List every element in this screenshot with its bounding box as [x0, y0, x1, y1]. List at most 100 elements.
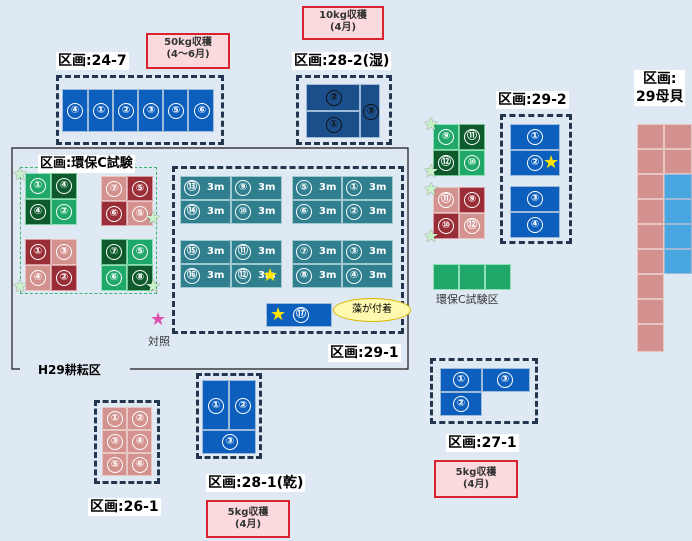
plot-cell[interactable]: ① — [440, 368, 482, 392]
plot-cell[interactable]: ⑩ — [459, 150, 485, 176]
plot-cell[interactable]: ★⑰ — [266, 303, 332, 327]
plot-length: 3m — [319, 246, 337, 257]
plots-k29-boki — [637, 124, 692, 352]
plot-number: ⑪ — [235, 244, 251, 260]
label-k29-1: 区画:29-1 — [328, 344, 401, 362]
plot-cell[interactable]: ⑥ — [101, 265, 127, 291]
plot-cell[interactable]: ① — [88, 89, 113, 132]
plot-cell[interactable] — [637, 299, 664, 324]
plot-cell[interactable]: ⑧ — [127, 265, 153, 291]
plot-cell[interactable]: ⑦ — [101, 239, 127, 265]
plot-cell[interactable] — [664, 199, 692, 224]
plot-cell[interactable]: ③ — [138, 89, 163, 132]
plot-cell[interactable]: ⑥ — [188, 89, 214, 132]
plot-cell[interactable]: ① — [306, 111, 360, 138]
plot-cell[interactable]: ③ — [510, 186, 560, 212]
plot-cell[interactable]: ⑨ — [433, 124, 459, 150]
plot-cell[interactable]: ⑪ — [459, 124, 485, 150]
plot-cell[interactable]: ② — [127, 407, 152, 430]
plot-cell[interactable]: ③ — [51, 239, 77, 265]
plot-cell[interactable]: ③ — [360, 84, 380, 138]
plot-cell[interactable]: ② — [51, 199, 77, 225]
plot-cell[interactable] — [637, 324, 664, 352]
plots-k26-1: ① ② ③ ④ ⑤ ⑥ — [102, 407, 152, 476]
plot-cell[interactable] — [664, 174, 692, 199]
plot-cell[interactable]: ① — [510, 124, 560, 150]
plot-length: 3m — [258, 270, 276, 281]
plot-cell[interactable]: ④ — [25, 265, 51, 291]
plot-cell[interactable]: ⑦ — [101, 176, 127, 201]
plot-cell[interactable]: ⑥ — [101, 201, 127, 226]
plot-cell[interactable]: ⑤ — [163, 89, 188, 132]
plot-length: 3m — [207, 246, 225, 257]
plot-cell[interactable]: ③ — [102, 430, 127, 453]
plot-cell[interactable]: ① — [102, 407, 127, 430]
plot-cell[interactable] — [459, 264, 485, 290]
plot-cell[interactable]: ②★ — [510, 150, 560, 176]
plot-length: 3m — [207, 206, 225, 217]
control-star-icon: ★ — [150, 309, 167, 330]
plot-cell[interactable] — [637, 124, 664, 149]
plot-cell[interactable]: ⑤ — [102, 453, 127, 476]
plot-cell[interactable] — [485, 264, 511, 290]
plot-cell[interactable]: ⑤ — [127, 239, 153, 265]
plot-cell[interactable]: ⑫ — [459, 213, 485, 239]
plot-cell[interactable] — [637, 199, 664, 224]
plot-cell[interactable]: ④ — [51, 173, 77, 199]
plot-cell[interactable] — [637, 249, 664, 274]
plot-cell[interactable]: ⑥ — [127, 453, 152, 476]
plot-cell[interactable] — [664, 249, 692, 274]
plot-cell[interactable] — [637, 274, 664, 299]
plot-number: ③ — [363, 104, 379, 120]
plot-number: ② — [56, 270, 72, 286]
plot-cell[interactable]: ⑨ — [459, 187, 485, 213]
plots-k29-2-extra2: ⑪ ⑨ ⑩ ⑫ — [433, 187, 485, 239]
plot-cell[interactable] — [664, 224, 692, 249]
plot-cell[interactable] — [637, 224, 664, 249]
plot-cell[interactable]: ② — [113, 89, 138, 132]
plot-cell[interactable]: ① — [25, 173, 51, 199]
plot-length: 3m — [207, 182, 225, 193]
plot-cell[interactable] — [433, 264, 459, 290]
plot-cell[interactable]: ② — [51, 265, 77, 291]
plot-cell[interactable]: ④ — [25, 199, 51, 225]
plot-cell[interactable]: ④ — [510, 212, 560, 238]
plot-cell[interactable]: ② — [306, 84, 360, 111]
plot-cell[interactable]: ① — [202, 380, 229, 430]
plot-cell[interactable]: ⑫ — [433, 150, 459, 176]
plot-cell[interactable]: ④ — [62, 89, 88, 132]
star-marker-icon: ★ — [423, 114, 440, 135]
plot-cell[interactable]: ① — [25, 239, 51, 265]
plot-cell[interactable]: ③ — [202, 430, 256, 454]
plot-cell[interactable] — [637, 174, 664, 199]
plot-cell[interactable]: ② — [229, 380, 256, 430]
star-marker-icon: ★ — [145, 208, 162, 229]
plot-cell[interactable]: ⑤ — [127, 201, 153, 226]
plot-cell[interactable] — [664, 149, 692, 174]
plot-cell[interactable] — [664, 124, 692, 149]
plot-cell[interactable]: ⑩ — [433, 213, 459, 239]
plot-cell[interactable]: ② — [440, 392, 482, 416]
plot-cell[interactable]: ③ — [482, 368, 530, 392]
plot-length: 3m — [319, 270, 337, 281]
plot-cell[interactable]: ⑤ — [127, 176, 153, 201]
plot-cell[interactable]: ⑪ — [433, 187, 459, 213]
plot-cell[interactable]: ④ — [127, 430, 152, 453]
plot-cell[interactable] — [637, 149, 664, 174]
